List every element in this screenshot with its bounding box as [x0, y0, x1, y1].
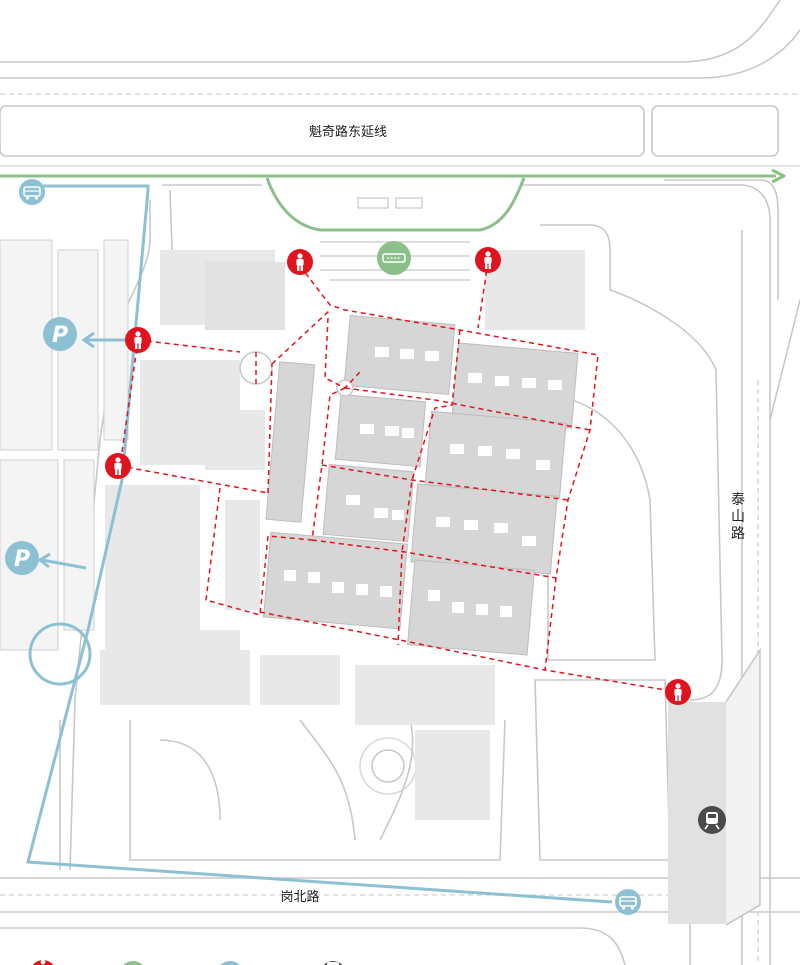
tram-stop [377, 241, 411, 275]
road-label-south: 岗北路 [280, 889, 319, 905]
parking-markers: P P [5, 317, 77, 575]
buildings [100, 250, 585, 820]
pedestrian-paths [119, 261, 679, 693]
metro-station [698, 806, 726, 834]
person-icon [125, 327, 151, 353]
parking-icon: P [43, 317, 77, 351]
bus-icon [18, 178, 46, 206]
road-label-north: 魁奇路东延线 [309, 124, 387, 140]
svg-text:P: P [14, 547, 30, 572]
parking-icon: P [5, 541, 39, 575]
green-route [0, 168, 786, 232]
svg-text:P: P [52, 323, 68, 348]
vehicle-route [26, 184, 613, 904]
person-icon [475, 247, 501, 273]
person-icon [287, 249, 313, 275]
legend-tram-icon [123, 961, 143, 965]
legend-bus-icon [220, 961, 240, 965]
person-icon [105, 453, 131, 479]
bus-icon [614, 888, 642, 916]
legend [32, 959, 343, 965]
road-label-east-1: 泰 [731, 492, 745, 508]
main-blocks [262, 314, 579, 656]
person-icon [665, 679, 691, 705]
road-label-east-2: 山 [731, 509, 745, 525]
road-label-east-3: 路 [731, 526, 745, 542]
block-windows [284, 347, 562, 617]
